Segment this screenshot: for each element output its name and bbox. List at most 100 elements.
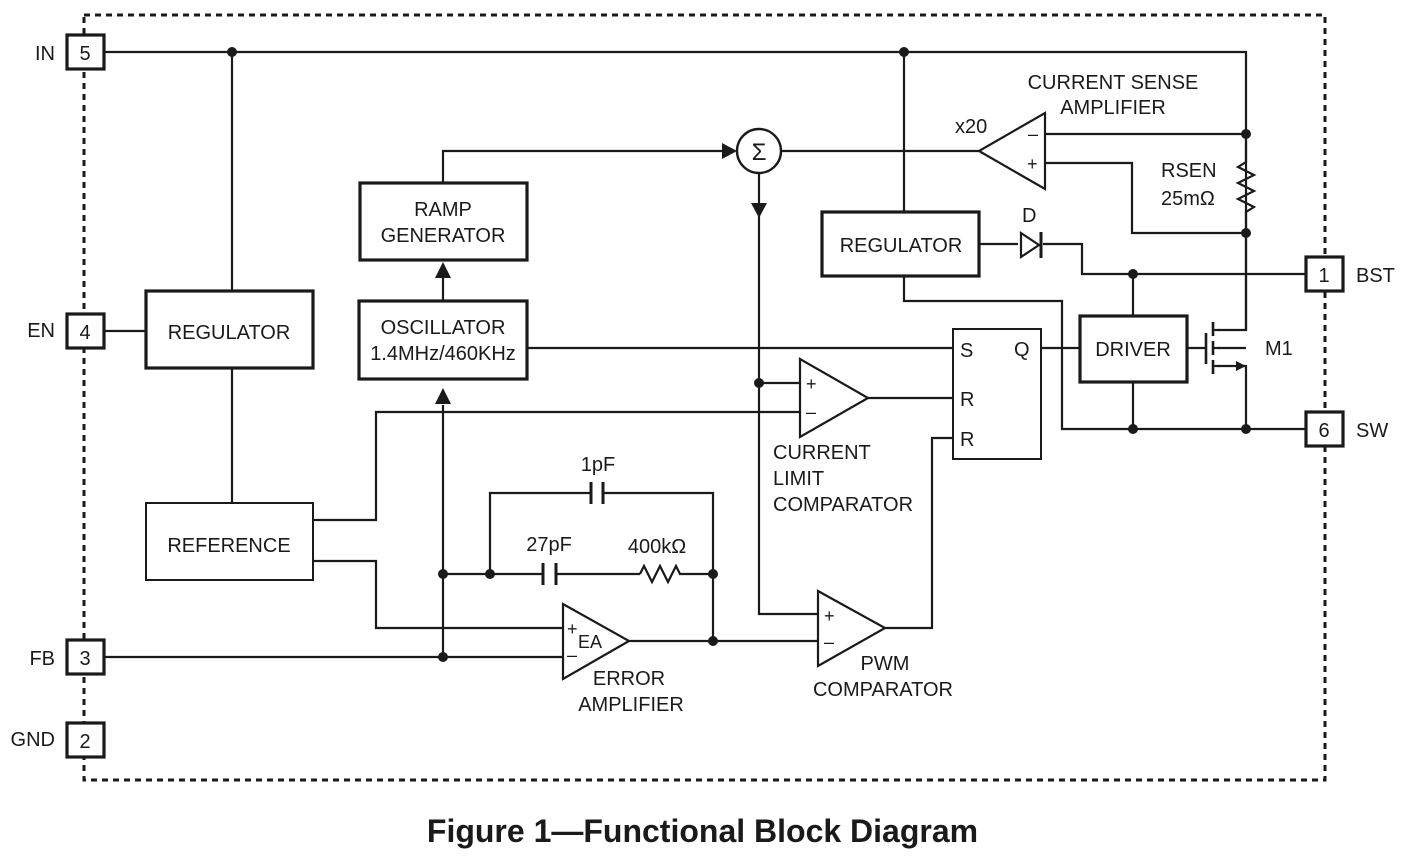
res-400k-label: 400kΩ (628, 536, 686, 558)
pin-number: 6 (1318, 420, 1329, 442)
ramp-generator-label-line1: RAMP (414, 199, 472, 221)
chip-boundary (82, 13, 1327, 782)
pin-name: SW (1356, 420, 1388, 442)
pwm-label-line2: COMPARATOR (813, 679, 953, 701)
cap-27pf (541, 563, 558, 585)
current-limit-label-line1: CURRENT (773, 442, 871, 464)
wire-pwm-to-r (885, 436, 953, 630)
mosfet-m1 (1204, 322, 1220, 374)
flipflop-q-label: Q (1014, 339, 1030, 361)
diode-label: D (1022, 205, 1036, 227)
pin-gnd: 2 GND (11, 721, 106, 759)
pin-number: 2 (79, 731, 90, 753)
flipflop-r2-label: R (960, 429, 974, 451)
junction-dot (1128, 269, 1138, 279)
pwm-plus: + (824, 606, 835, 626)
junction-dot (1128, 424, 1138, 434)
summer-symbol: Σ (752, 139, 767, 166)
rsen-label-line1: RSEN (1161, 160, 1217, 182)
junction-dot (708, 569, 718, 579)
current-sense-amplifier (976, 111, 1047, 191)
error-amp-label-line2: AMPLIFIER (578, 694, 684, 716)
mosfet-label: M1 (1265, 338, 1293, 360)
regulator-right-label: REGULATOR (840, 235, 963, 257)
arrow-mosfet-body (1236, 361, 1246, 371)
wire-400k (639, 563, 713, 585)
arrowheads (435, 143, 1246, 404)
pwm-minus: – (824, 632, 834, 652)
pin-name: BST (1356, 265, 1395, 287)
error-amp-plus: + (567, 619, 578, 639)
pin-sw: 6 SW (1304, 410, 1388, 448)
junction-dot (227, 47, 237, 57)
arrow-fb-to-osc (435, 388, 451, 404)
figure-caption: Figure 1—Functional Block Diagram (426, 813, 979, 849)
junction-dot (438, 652, 448, 662)
oscillator-box (357, 299, 529, 381)
wire-bst (1043, 242, 1306, 276)
current-sense-minus: – (1028, 124, 1038, 144)
arrow-osc-to-ramp (435, 262, 451, 278)
diode-d (1019, 230, 1043, 260)
cap-1pf-label: 1pF (581, 454, 615, 476)
current-sense-plus: + (1027, 154, 1038, 174)
junction-dot (899, 47, 909, 57)
wire-sense-plus (1022, 161, 1246, 235)
summer-circle (735, 127, 783, 175)
pin-name: GND (11, 729, 55, 751)
pin-number: 3 (79, 648, 90, 670)
reference-label: REFERENCE (167, 535, 290, 557)
current-limit-minus: – (806, 402, 816, 422)
flipflop-r1-label: R (960, 389, 974, 411)
wires (104, 50, 1306, 659)
junction-dot (1241, 424, 1251, 434)
regulator-left-box (144, 289, 315, 370)
cap-27pf-label: 27pF (526, 534, 572, 556)
current-limit-plus: + (806, 374, 817, 394)
error-amp-name: EA (578, 632, 602, 652)
current-limit-label-line3: COMPARATOR (773, 494, 913, 516)
junction-dot (485, 569, 495, 579)
wire-rsen (1235, 134, 1257, 330)
flipflop-s-label: S (960, 340, 973, 362)
wire-ref-to-climit (313, 410, 800, 522)
cap-1pf (589, 482, 605, 504)
wire-summer-down (757, 173, 818, 616)
regulator-left-label: REGULATOR (168, 322, 291, 344)
pin-fb: 3 FB (29, 638, 106, 676)
reference-box (145, 502, 314, 581)
error-amp-minus: – (567, 645, 577, 665)
junction-dot (754, 378, 764, 388)
current-limit-label-line2: LIMIT (773, 468, 824, 490)
junction-dot (438, 569, 448, 579)
junction-dot (708, 636, 718, 646)
pin-name: FB (29, 648, 55, 670)
current-limit-comparator (798, 357, 871, 439)
pin-name: IN (35, 43, 55, 65)
arrow-summer-down (751, 203, 767, 218)
junction-dots (227, 47, 1251, 662)
wire-1pf-left (488, 491, 590, 574)
wire-ramp-to-summer (441, 149, 724, 183)
junction-dot (1241, 129, 1251, 139)
error-amplifier (561, 602, 632, 681)
pin-number: 5 (79, 43, 90, 65)
current-sense-label-line2: AMPLIFIER (1060, 97, 1166, 119)
oscillator-label-line1: OSCILLATOR (381, 317, 506, 339)
arrow-to-summer (722, 143, 737, 159)
junction-dot (1241, 228, 1251, 238)
pin-in: 5 IN (35, 33, 106, 71)
rsen-label-line2: 25mΩ (1161, 188, 1215, 210)
pin-name: EN (27, 320, 55, 342)
current-sense-label-line1: CURRENT SENSE (1028, 72, 1199, 94)
wire-ref-to-ea (313, 559, 563, 630)
driver-label: DRIVER (1095, 339, 1171, 361)
ramp-generator-label-line2: GENERATOR (381, 225, 506, 247)
error-amp-label-line1: ERROR (593, 668, 665, 690)
pwm-comparator (816, 589, 888, 668)
regulator-right-box (820, 210, 981, 278)
pin-en: 4 EN (27, 312, 106, 350)
wire-in-rail (104, 50, 1248, 332)
pin-number: 1 (1318, 265, 1329, 287)
sr-flipflop-box (952, 328, 1042, 460)
